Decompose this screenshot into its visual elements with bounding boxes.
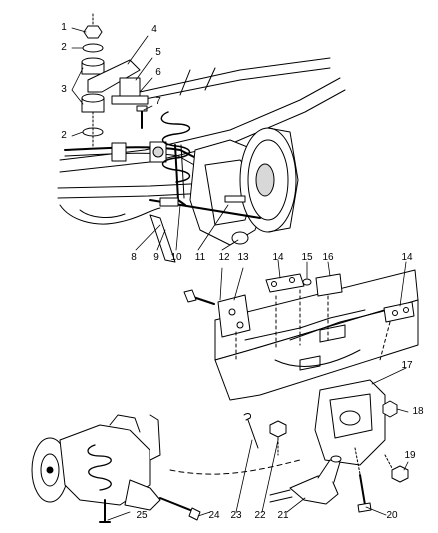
callout-18: 18 <box>412 406 424 417</box>
callout-16: 16 <box>322 252 334 263</box>
callout-11: 11 <box>194 252 206 263</box>
callout-22: 22 <box>254 510 266 521</box>
tie-rod-end-parts <box>243 413 372 513</box>
callout-24: 24 <box>208 510 220 521</box>
isolator-stack <box>81 13 149 149</box>
callout-14a: 14 <box>272 252 284 263</box>
callout-23: 23 <box>230 510 242 521</box>
callout-9: 9 <box>153 252 159 263</box>
callout-19: 19 <box>404 450 416 461</box>
callout-2a: 2 <box>61 42 67 53</box>
callout-17: 17 <box>401 360 413 371</box>
callout-21: 21 <box>277 510 289 521</box>
callout-3: 3 <box>61 84 67 95</box>
steering-knuckle-assembly <box>31 414 301 523</box>
callout-5: 5 <box>155 47 161 58</box>
callout-12: 12 <box>218 252 230 263</box>
callout-4: 4 <box>151 24 157 35</box>
callout-2b: 2 <box>61 130 67 141</box>
callout-7: 7 <box>155 96 161 107</box>
leader-lines <box>71 27 409 521</box>
upper-frame-assembly <box>57 57 346 263</box>
callout-20: 20 <box>386 510 398 521</box>
callout-14b: 14 <box>401 252 413 263</box>
callout-15: 15 <box>301 252 313 263</box>
callout-10: 10 <box>170 252 182 263</box>
callout-1: 1 <box>61 22 67 33</box>
callout-8: 8 <box>131 252 137 263</box>
callout-6: 6 <box>155 67 161 78</box>
frame-rail-assembly <box>183 269 419 483</box>
callout-13: 13 <box>237 252 249 263</box>
callout-25: 25 <box>136 510 148 521</box>
